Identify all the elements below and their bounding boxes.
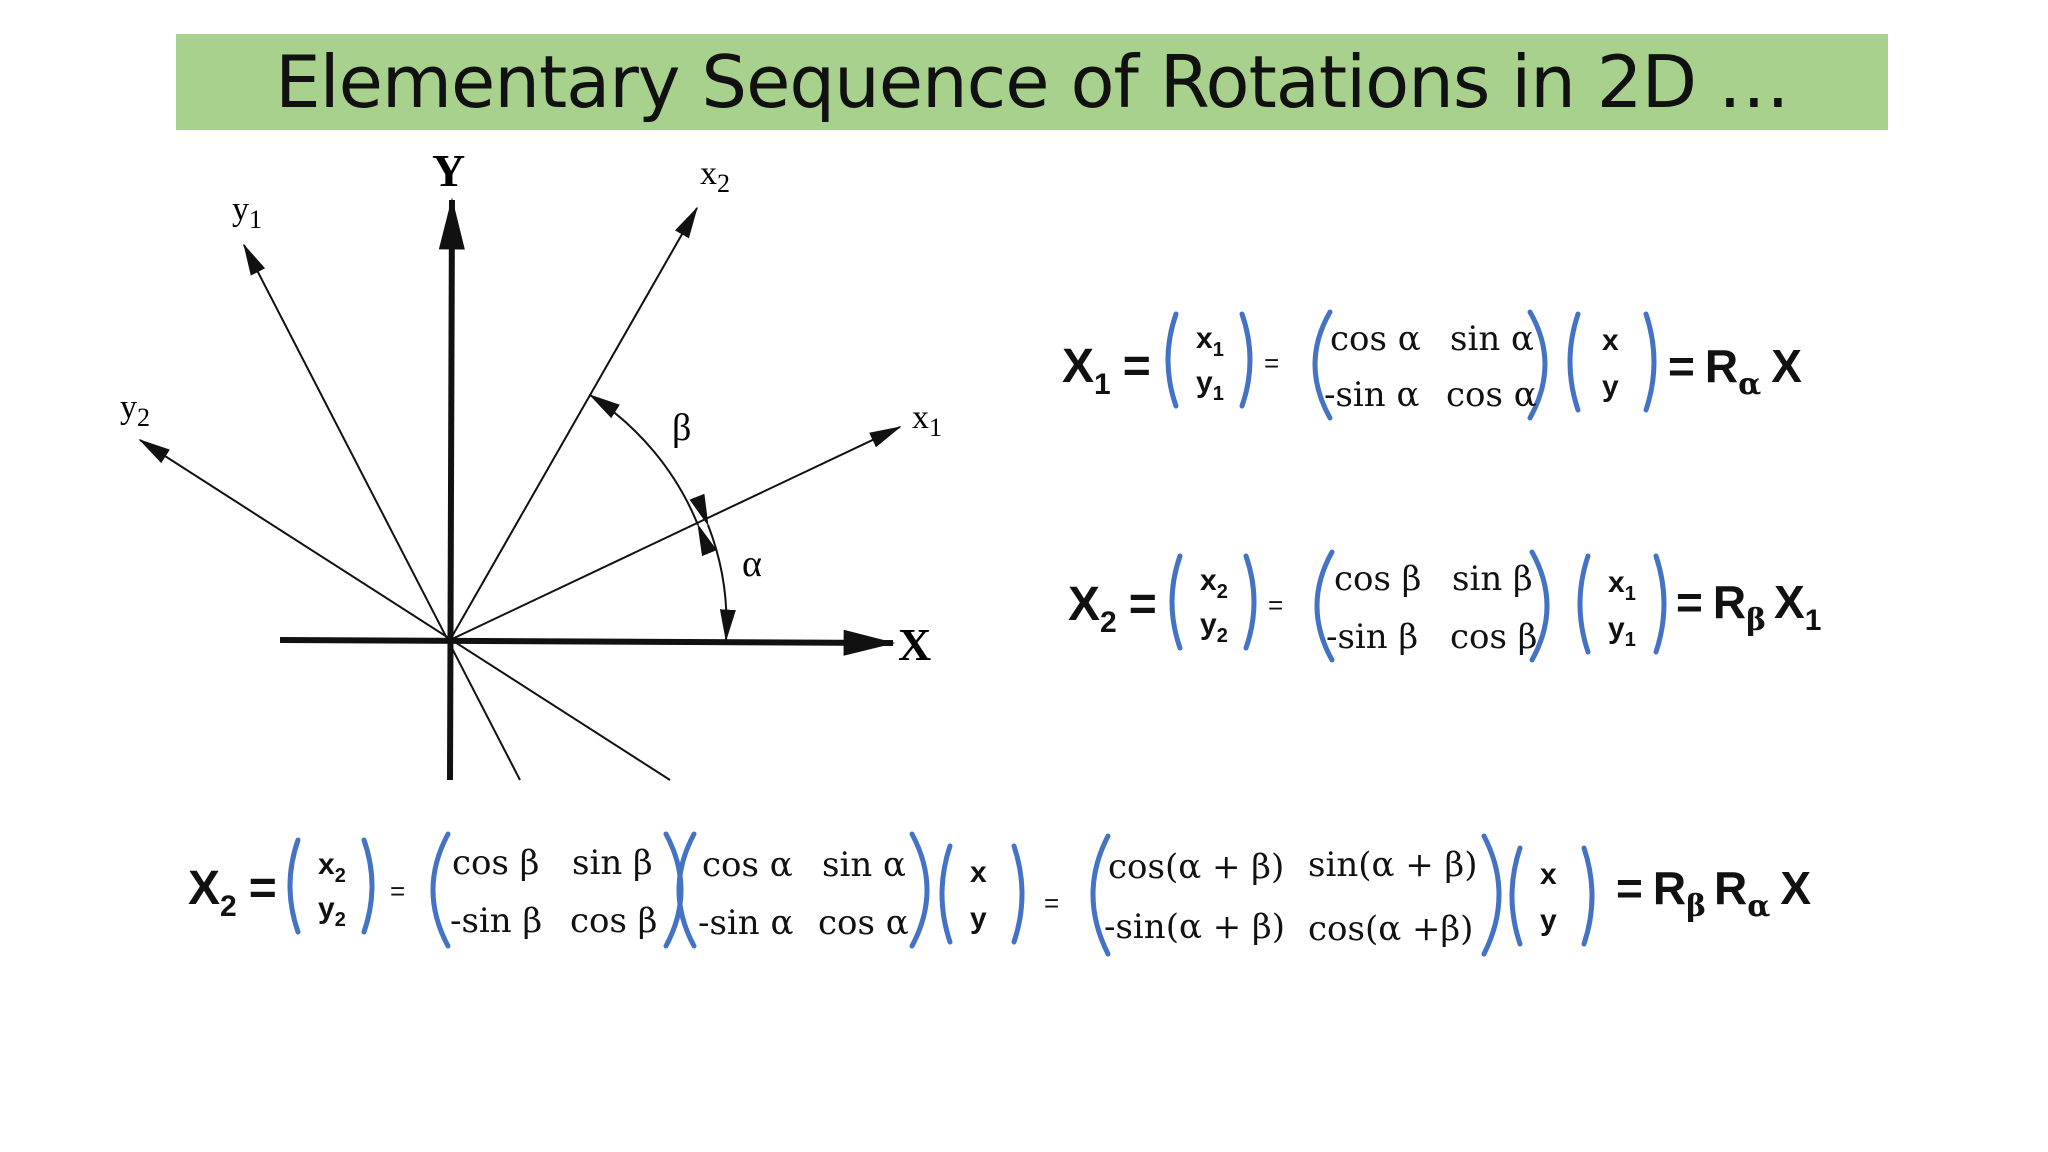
eq3-vec-xy2-x: x xyxy=(1540,858,1557,891)
eq2-lhs: X2= xyxy=(1068,578,1157,639)
eq3-sum-m22: cos(α +β) xyxy=(1308,909,1473,949)
y-axis-line xyxy=(438,197,465,781)
eq1-m12: sin α xyxy=(1450,319,1534,359)
eq3-vec-xy2-y: y xyxy=(1540,904,1557,937)
eq2-vec2-y1: y1 xyxy=(1608,612,1636,651)
eq1-vec2-x: x xyxy=(1602,324,1619,357)
beta-label: β xyxy=(672,407,691,449)
x2-axis-label: x2 xyxy=(700,155,730,198)
eq1-vec2-y: y xyxy=(1602,370,1619,403)
eq3-vec-x2: x2 xyxy=(318,848,346,887)
eq1-small-equals: = xyxy=(1264,348,1279,378)
eq3-vec-xy-x: x xyxy=(970,856,987,889)
eq3-matrix-sum-left-bracket xyxy=(1090,833,1111,957)
eq3-sum-m12: sin(α + β) xyxy=(1308,845,1477,885)
eq3-matrix-beta-left-bracket xyxy=(430,831,451,949)
eq3-vec-xy-right-bracket xyxy=(1011,843,1025,945)
eq1-matrix-right-bracket xyxy=(1527,309,1548,421)
eq3-lhs: X2= xyxy=(188,862,277,923)
eq3-beta-m22: cos β xyxy=(570,901,657,941)
eq2-m11: cos β xyxy=(1334,559,1421,599)
eq1-vec-right-bracket xyxy=(1239,311,1253,409)
eq1-vec2-left-bracket xyxy=(1567,311,1581,413)
x-axis-label: X xyxy=(898,619,931,670)
y2-axis-label: y2 xyxy=(120,389,150,432)
eq2-m21: -sin β xyxy=(1326,617,1418,657)
x2-axis-line xyxy=(449,206,698,641)
eq3-sum-m21: -sin(α + β) xyxy=(1104,907,1285,947)
alpha-label: α xyxy=(742,543,762,585)
y1-axis-label: y1 xyxy=(232,191,262,234)
y1-axis-line xyxy=(243,243,521,781)
eq2-matrix-left-bracket xyxy=(1314,549,1335,663)
eq1-vec2-right-bracket xyxy=(1643,311,1657,413)
eq3-vec-xy2-left-bracket xyxy=(1509,845,1523,947)
eq3-beta-m12: sin β xyxy=(572,843,653,883)
eq3-vec-xy-y: y xyxy=(970,902,987,935)
eq3-matrix-sum-right-bracket xyxy=(1481,833,1502,957)
eq2-vec-y2: y2 xyxy=(1200,608,1228,647)
y-axis-label: Y xyxy=(432,145,465,196)
eq2-small-equals: = xyxy=(1268,590,1283,620)
equation-1: X1= x1 y1 = cos α sin α -sin α cos α x y… xyxy=(1062,309,1802,421)
eq1-vec-left-bracket xyxy=(1165,311,1179,409)
eq3-alpha-m22: cos α xyxy=(818,903,909,943)
eq3-beta-m21: -sin β xyxy=(450,901,542,941)
eq1-m21: -sin α xyxy=(1324,375,1420,415)
eq3-matrix-alpha-left-bracket xyxy=(676,831,697,949)
page-title: Elementary Sequence of Rotations in 2D … xyxy=(275,40,1790,124)
equation-3: X2= x2 y2 = cos β sin β -sin β cos β cos… xyxy=(188,831,1811,957)
eq3-matrix-alpha-right-bracket xyxy=(909,831,930,949)
eq2-vec-right-bracket xyxy=(1243,553,1257,651)
eq1-vec-x1: x1 xyxy=(1196,322,1224,361)
eq1-m11: cos α xyxy=(1330,319,1421,359)
eq3-alpha-m21: -sin α xyxy=(698,903,794,943)
eq2-vec2-right-bracket xyxy=(1653,553,1667,655)
eq1-vec-y1: y1 xyxy=(1196,366,1224,405)
eq2-vec2-left-bracket xyxy=(1577,553,1591,655)
eq1-m22: cos α xyxy=(1446,375,1537,415)
x1-axis-label: x1 xyxy=(912,399,942,442)
alpha-arc xyxy=(689,493,736,642)
x-axis-line xyxy=(279,629,896,656)
eq3-alpha-m12: sin α xyxy=(822,845,906,885)
title-bar: Elementary Sequence of Rotations in 2D … xyxy=(176,34,1888,130)
eq2-m12: sin β xyxy=(1452,559,1533,599)
eq2-matrix-right-bracket xyxy=(1529,549,1550,663)
eq3-beta-m11: cos β xyxy=(452,843,539,883)
eq3-vec-xy2-right-bracket xyxy=(1581,845,1595,947)
eq3-sum-m11: cos(α + β) xyxy=(1108,847,1284,887)
eq3-vec-y2: y2 xyxy=(318,892,346,931)
eq3-vec-left-bracket xyxy=(287,837,301,935)
eq3-vec-xy-left-bracket xyxy=(939,843,953,945)
eq3-alpha-m11: cos α xyxy=(702,845,793,885)
eq1-lhs: X1= xyxy=(1062,340,1151,401)
eq2-vec-x2: x2 xyxy=(1200,564,1228,603)
equation-2: X2= x2 y2 = cos β sin β -sin β cos β x1 … xyxy=(1068,549,1821,663)
eq1-matrix-left-bracket xyxy=(1312,309,1333,421)
eq3-small-equals: = xyxy=(390,876,405,906)
eq3-vec-right-bracket xyxy=(361,837,375,935)
eq2-vec-left-bracket xyxy=(1169,553,1183,651)
eq3-small-equals-2: = xyxy=(1044,888,1059,918)
eq2-vec2-x1: x1 xyxy=(1608,566,1636,605)
y2-axis-line xyxy=(138,439,671,781)
eq2-m22: cos β xyxy=(1450,617,1537,657)
